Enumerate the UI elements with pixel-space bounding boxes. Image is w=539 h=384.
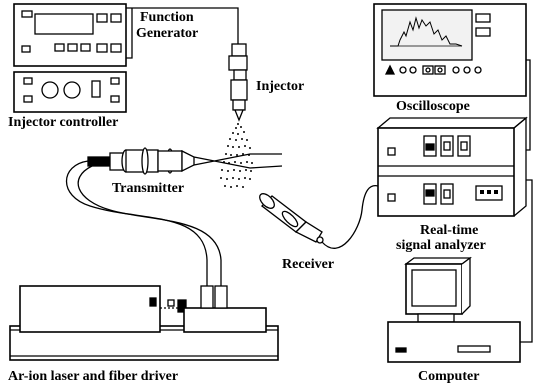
controller-injector-wire xyxy=(126,8,133,59)
function-generator-label-line2: Generator xyxy=(136,26,198,41)
fuel-spray xyxy=(220,123,253,188)
injector-label: Injector xyxy=(256,79,304,94)
transmitter xyxy=(87,147,195,175)
oscilloscope-trace xyxy=(390,16,463,47)
injector-controller-label: Injector controller xyxy=(8,115,118,130)
fiber-cable-1 xyxy=(65,160,208,286)
function-generator xyxy=(13,3,127,67)
analyzer-label-line1: Real-time xyxy=(420,223,478,238)
transmitter-label: Transmitter xyxy=(112,181,184,196)
fiber-cable-2 xyxy=(77,165,222,286)
receiver xyxy=(259,193,324,244)
laser-label: Ar-ion laser and fiber driver xyxy=(8,369,178,384)
scope-analyzer-cable xyxy=(526,59,531,151)
computer xyxy=(387,256,521,363)
oscilloscope-label: Oscilloscope xyxy=(396,99,470,114)
generator-injector-wire xyxy=(126,7,239,44)
receiver-cable xyxy=(321,184,379,249)
signal-analyzer xyxy=(376,116,528,217)
analyzer-computer-cable xyxy=(520,179,533,343)
laser-beams xyxy=(193,153,283,169)
injector-controller xyxy=(13,71,127,113)
injector xyxy=(228,43,248,122)
computer-label: Computer xyxy=(418,369,479,384)
laser-fiber-driver xyxy=(9,285,279,361)
analyzer-label-line2: signal analyzer xyxy=(396,238,486,253)
receiver-label: Receiver xyxy=(282,257,334,272)
function-generator-label-line1: Function xyxy=(140,10,194,25)
oscilloscope xyxy=(373,3,527,97)
